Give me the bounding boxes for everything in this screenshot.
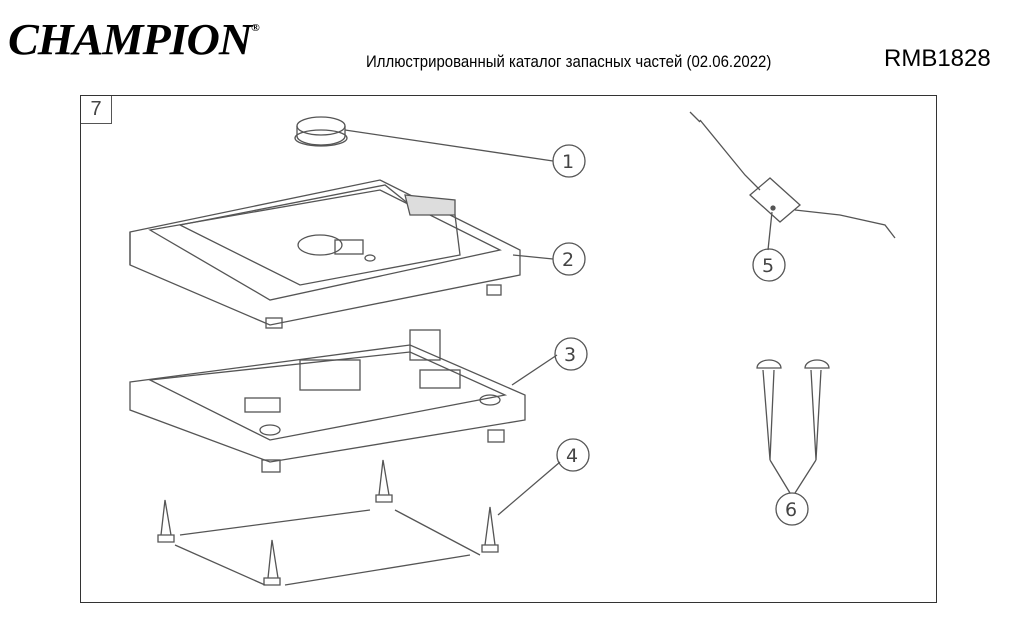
callout-6: 6 bbox=[775, 492, 809, 526]
svg-text:3: 3 bbox=[564, 344, 576, 366]
part-4-screws bbox=[157, 459, 561, 586]
registered-mark: ® bbox=[251, 22, 260, 34]
parts-diagram-frame: 7 bbox=[80, 95, 937, 603]
leader-lines bbox=[344, 129, 558, 386]
part-2-top-cover bbox=[129, 179, 521, 329]
callout-3: 3 bbox=[554, 337, 588, 371]
brand-text: CHAMPION bbox=[8, 15, 252, 64]
part-5-cable-sensor bbox=[689, 111, 896, 251]
svg-text:5: 5 bbox=[762, 255, 774, 277]
callout-4: 4 bbox=[556, 438, 590, 472]
part-6-pegs bbox=[756, 359, 830, 494]
callout-1: 1 bbox=[552, 144, 586, 178]
catalog-title: Иллюстрированный каталог запасных частей… bbox=[366, 52, 772, 71]
svg-text:2: 2 bbox=[562, 249, 574, 271]
svg-text:6: 6 bbox=[785, 499, 797, 521]
callout-2: 2 bbox=[552, 242, 586, 276]
model-number: RMB1828 bbox=[884, 45, 991, 72]
part-1-cap bbox=[294, 116, 348, 147]
callout-5: 5 bbox=[752, 248, 786, 282]
part-3-bottom-housing bbox=[129, 329, 526, 473]
brand-logo: CHAMPION® bbox=[8, 14, 260, 65]
figure-number: 7 bbox=[81, 96, 112, 124]
svg-text:1: 1 bbox=[562, 151, 574, 173]
svg-text:4: 4 bbox=[566, 445, 578, 467]
